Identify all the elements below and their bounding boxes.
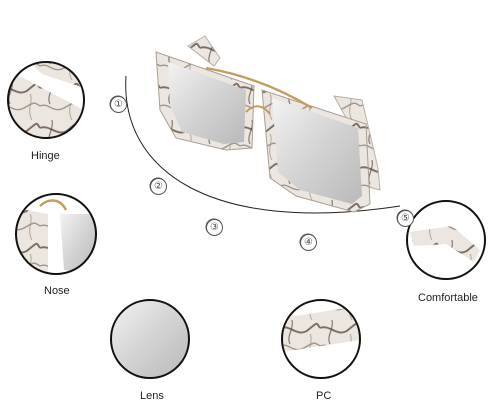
hinge-detail	[7, 61, 85, 139]
sunglasses	[155, 35, 381, 213]
lens-label: Lens	[140, 390, 164, 402]
marker-1: ①	[110, 96, 127, 113]
comfortable-label: Comfortable	[418, 292, 478, 304]
marker-4: ④	[300, 234, 317, 251]
comfortable-detail	[406, 200, 486, 280]
marker-5: ⑤	[397, 210, 414, 227]
right-lens	[272, 98, 362, 204]
left-lens	[168, 62, 246, 144]
lens-detail	[110, 299, 190, 379]
hinge-label: Hinge	[31, 150, 60, 162]
pc-label: PC	[316, 390, 332, 402]
guide-curve	[125, 75, 401, 214]
metal-bridge	[205, 66, 313, 110]
marker-3: ③	[206, 219, 223, 236]
pc-detail	[281, 299, 361, 379]
marker-2: ②	[150, 178, 167, 195]
nose-detail	[15, 193, 97, 275]
nose-label: Nose	[44, 285, 70, 297]
